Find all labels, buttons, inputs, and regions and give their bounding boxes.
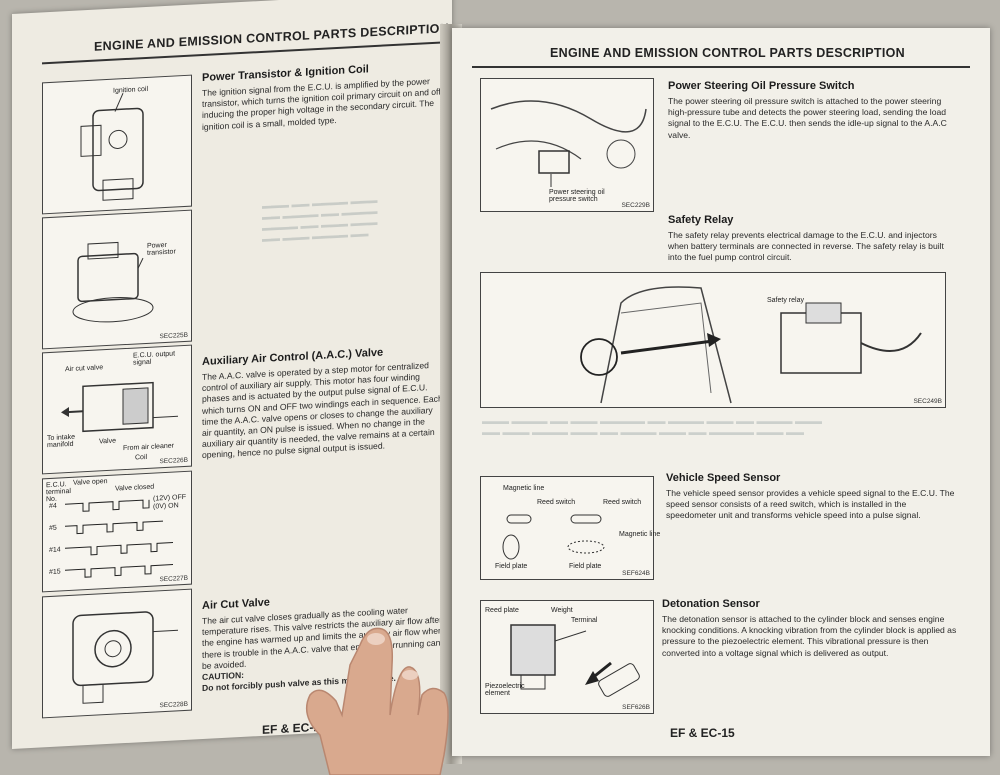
weight-label: Weight (551, 607, 573, 614)
figure-code: SEC228B (159, 700, 188, 710)
section-title-detonation: Detonation Sensor (662, 598, 760, 610)
caution-label: CAUTION: (202, 669, 245, 683)
air-cut-valve-drawing (72, 611, 178, 704)
bleed-through-text: ▬▬▬ ▬▬▬▬ ▬▬ ▬▬▬ ▬▬▬▬▬ ▬▬ ▬▬▬▬ ▬▬▬ ▬▬ ▬▬▬… (482, 416, 823, 437)
section-text-power-steering: The power steering oil pressure switch i… (668, 96, 947, 140)
detonation-sensor-drawing (510, 624, 640, 697)
section-title-vehicle-speed: Vehicle Speed Sensor (666, 472, 781, 484)
power-steering-switch-label: Power steering oil pressure switch (549, 189, 605, 203)
ignition-coil-drawing (80, 93, 144, 201)
reed-plate-label: Reed plate (485, 607, 519, 614)
safety-relay-label: Safety relay (767, 297, 804, 304)
magnetic-line-label-2: Magnetic line (619, 531, 661, 538)
reed-switch-label: Reed switch (537, 499, 576, 506)
right-page: ENGINE AND EMISSION CONTROL PARTS DESCRI… (452, 28, 990, 756)
section-title-air-cut-valve: Air Cut Valve (202, 596, 270, 613)
section-text-detonation: The detonation sensor is attached to the… (662, 614, 957, 658)
figure-code: SEF626B (622, 704, 650, 711)
pulse-waveforms (65, 499, 173, 578)
bleed-through-text: ▬▬▬ ▬▬ ▬▬▬▬ ▬▬▬▬▬ ▬▬▬▬ ▬▬ ▬▬▬▬▬▬▬▬ ▬▬ ▬▬… (262, 194, 378, 244)
pulse-signal-figure: E.C.U. terminal No. Valve open Valve clo… (42, 470, 192, 593)
left-page: ENGINE AND EMISSION CONTROL PARTS DESCRI… (12, 0, 452, 750)
figure-code: SEC229B (621, 202, 650, 209)
magnetic-line-label: Magnetic line (503, 485, 545, 492)
power-transistor-figure: Power transistor SEC225B (42, 209, 192, 350)
safety-relay-drawing (580, 286, 922, 404)
safety-relay-figure: Safety relay SEC249B (480, 272, 946, 408)
power-steering-drawing (490, 100, 647, 187)
reed-switch-drawing (502, 514, 605, 560)
section-text-vehicle-speed: The vehicle speed sensor provides a vehi… (666, 488, 955, 521)
reed-switch-label-2: Reed switch (603, 499, 642, 506)
power-steering-switch-figure: Power steering oil pressure switch SEC22… (480, 78, 654, 212)
figure-code: SEF624B (622, 570, 650, 577)
hand-photo (305, 627, 449, 775)
page-header: ENGINE AND EMISSION CONTROL PARTS DESCRI… (550, 46, 905, 60)
vehicle-speed-sensor-figure: Magnetic line Reed switch Reed switch Ma… (480, 476, 660, 580)
section-text-power-transistor: The ignition signal from the E.C.U. is a… (202, 76, 444, 132)
figure-code: SEC249B (913, 398, 942, 405)
ignition-coil-figure: Ignition coil (42, 74, 192, 215)
figure-code: SEC225B (159, 331, 188, 341)
figure-code: SEC227B (159, 574, 188, 584)
piezoelectric-label: Piezoelectric element (485, 683, 525, 697)
page-footer: EF & EC-15 (670, 726, 735, 740)
page-header: ENGINE AND EMISSION CONTROL PARTS DESCRI… (94, 21, 449, 54)
detonation-sensor-figure: Reed plate Weight Terminal Piezoelectric… (480, 600, 654, 714)
section-text-safety-relay: The safety relay prevents electrical dam… (668, 230, 944, 263)
terminal-label: Terminal (571, 617, 598, 624)
section-text-aac-valve: The A.A.C. valve is operated by a step m… (202, 360, 443, 461)
field-plate-label-2: Field plate (569, 563, 602, 570)
figure-code: SEC226B (159, 456, 188, 466)
power-transistor-drawing (72, 241, 154, 323)
field-plate-label: Field plate (495, 563, 528, 570)
aac-valve-figure: E.C.U. output signal Air cut valve To in… (42, 344, 192, 475)
aac-valve-drawing (61, 381, 178, 433)
header-rule (472, 66, 970, 68)
section-title-safety-relay: Safety Relay (668, 214, 734, 226)
section-title-power-steering: Power Steering Oil Pressure Switch (668, 80, 855, 92)
air-cut-valve-figure: SEC228B (42, 588, 192, 719)
